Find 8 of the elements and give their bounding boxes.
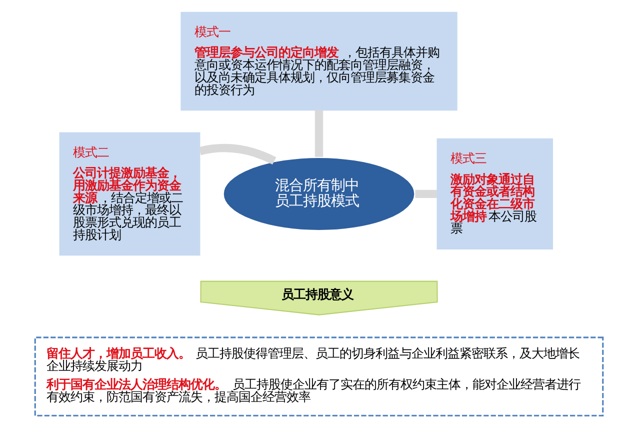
connector [414, 190, 436, 198]
node-box: 留住人才，增加员工收入。员工持股使得管理层、员工的切身利益与企业利益紧密联系，及大地增长企业持续发展动力 利于国有企业法人治理结构优化。员工持股使企业有了实在的所有权约束主体，能对企业经营者进行有效约束，防范国有资产流失，提高国企经营效率 [34, 336, 604, 416]
connector [314, 110, 323, 157]
node-box: 模式三 激励对象通过自有资金或者结构化资金在二级市场增持本公司股票 [436, 138, 552, 250]
node-ellipse: 混合所有制中员工持股模式 [221, 156, 416, 232]
node-box: 模式二 公司计提激励基金，用激励基金作为资金来源，结合定增或二级市场增持，最终以股票形式兑现的员工持股计划 [58, 132, 200, 256]
connector [198, 144, 276, 165]
node-box: 模式一 管理层参与公司的定向增发，包括有具体并购意向或资本运作情况下的配套向管理层融资，以及尚未确定具体规划，仅向管理层募集资金的投资行为 [180, 12, 457, 111]
